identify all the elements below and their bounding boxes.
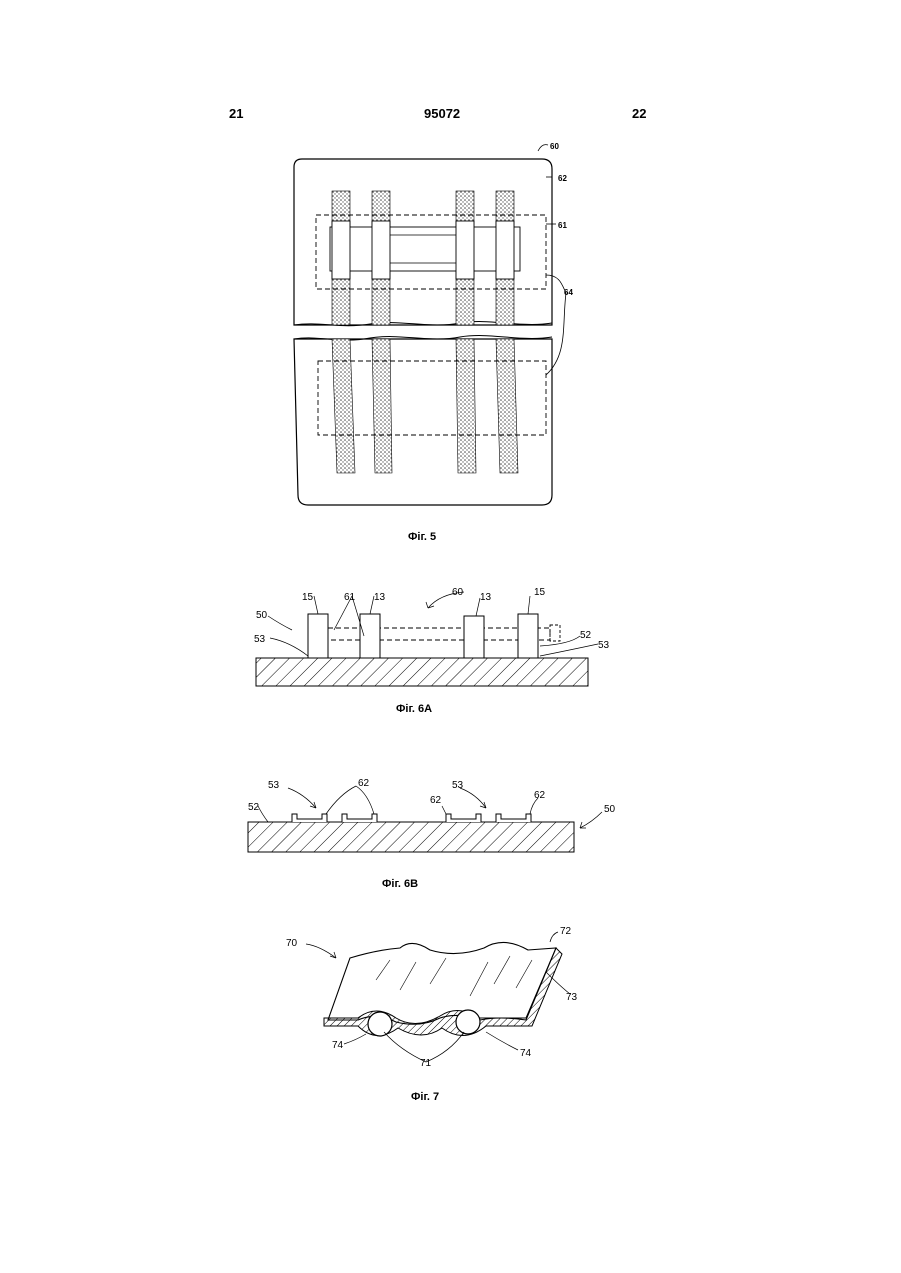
fig7-ref-74-right: 74	[520, 1048, 532, 1059]
figure-5-caption: Фіг. 5	[408, 531, 436, 543]
fig7-ref-71: 71	[420, 1058, 432, 1069]
page-number-left: 21	[229, 106, 243, 121]
fig7-ref-73: 73	[566, 992, 578, 1003]
fig6b-ref-50: 50	[604, 804, 616, 815]
fig6a-ref-52: 52	[580, 630, 592, 641]
fig6b-ref-62-middle: 62	[430, 795, 442, 806]
fig6a-ref-15-right: 15	[534, 587, 546, 598]
fig5-ref-62: 62	[558, 174, 567, 183]
fig6a-ref-61: 61	[344, 592, 356, 603]
fig6a-ref-53-left: 53	[254, 634, 266, 645]
fig5-ref-61: 61	[558, 221, 567, 230]
fig6a-ref-13-right: 13	[480, 592, 492, 603]
patent-number: 95072	[424, 106, 460, 121]
fig5-ref-64: 64	[564, 288, 573, 297]
fig6b-ref-53-left: 53	[268, 780, 280, 791]
fig6b-ref-62-left: 62	[358, 778, 370, 789]
fig6b-ref-53-right: 53	[452, 780, 464, 791]
figure-6a-caption: Фіг. 6А	[396, 703, 432, 715]
fig6a-ref-15-left: 15	[302, 592, 314, 603]
fig7-ref-70: 70	[286, 938, 298, 949]
page-number-right: 22	[632, 106, 646, 121]
fig5-ref-60: 60	[550, 142, 559, 151]
figure-7-drawing: 70 72 73 74 71 74	[280, 920, 600, 1070]
figure-6b-drawing: 53 62 53 52 62 62 50	[240, 770, 630, 860]
fig6a-ref-53-right: 53	[598, 640, 610, 651]
figure-7-caption: Фіг. 7	[411, 1091, 439, 1103]
figure-6a-drawing: 15 61 13 60 13 15 50 53 52 53	[240, 580, 630, 690]
fig6b-ref-52: 52	[248, 802, 260, 813]
figure-6b-caption: Фіг. 6В	[382, 878, 418, 890]
fig7-ref-72: 72	[560, 926, 572, 937]
figure-5-drawing: 60 62 61 64	[280, 135, 580, 515]
fig6a-ref-13-left: 13	[374, 592, 386, 603]
fig7-ref-74-left: 74	[332, 1040, 344, 1051]
fig6a-ref-50: 50	[256, 610, 268, 621]
fig6b-ref-62-right: 62	[534, 790, 546, 801]
fig6a-ref-60: 60	[452, 587, 464, 598]
